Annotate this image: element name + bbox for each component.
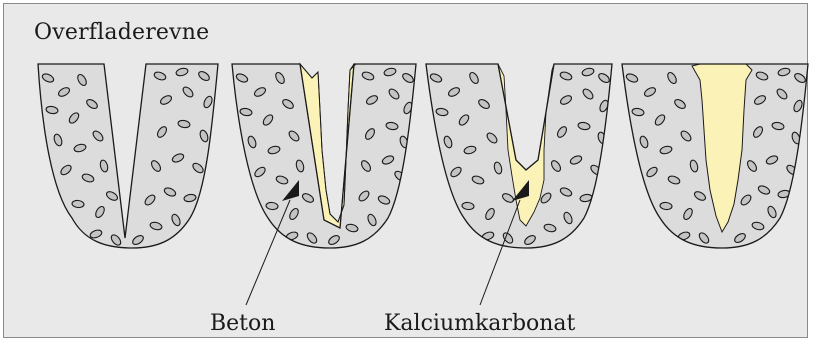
stage-1-open-crack (38, 64, 218, 248)
stage-3-partial-fill (426, 64, 612, 248)
concrete-label: Beton (210, 311, 275, 336)
stage-4-sealed-crack (622, 64, 808, 248)
calcium-carbonate-label: Kalciumkarbonat (384, 311, 575, 336)
stage-2-thin-deposit (232, 64, 416, 248)
